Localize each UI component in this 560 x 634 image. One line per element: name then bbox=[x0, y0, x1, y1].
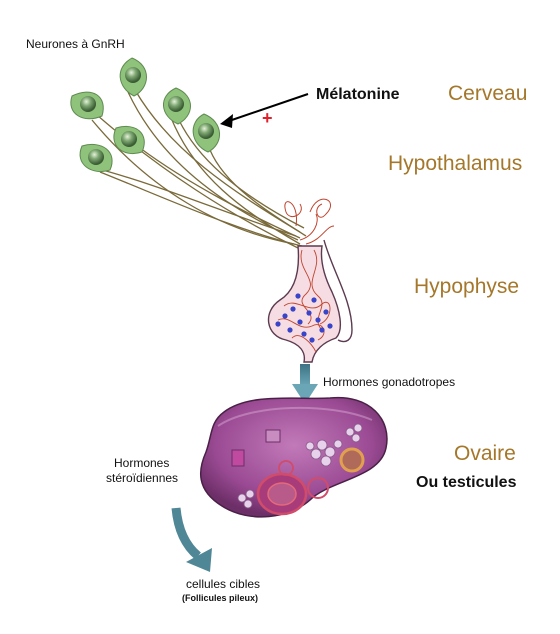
melatonin-arrow bbox=[220, 93, 309, 128]
brain-label: Cerveau bbox=[448, 82, 528, 105]
pituitary-gland bbox=[267, 239, 353, 363]
steroid-arrow bbox=[171, 507, 212, 572]
gnrh-neurons-label: Neurones à GnRH bbox=[26, 37, 125, 51]
pituitary-label: Hypophyse bbox=[414, 275, 520, 298]
steroid-label-line2: stéroïdiennes bbox=[106, 471, 179, 485]
gnrh-neuron-4 bbox=[192, 113, 220, 153]
hair-follicles-label: (Follicules pileux) bbox=[182, 593, 259, 603]
hypothalamus-capillaries bbox=[284, 198, 335, 245]
gnrh-neuron-2 bbox=[163, 87, 191, 125]
testis-label: Ou testicules bbox=[416, 474, 517, 491]
melatonin-label: Mélatonine bbox=[316, 86, 400, 103]
gnrh-axons bbox=[91, 89, 307, 249]
gnrh-neuron-6 bbox=[79, 144, 113, 172]
steroid-label-line1: Hormones bbox=[114, 456, 170, 470]
gnrh-neuron-3 bbox=[70, 91, 104, 120]
ovary-label: Ovaire bbox=[454, 442, 516, 465]
gnrh-neuron-5 bbox=[113, 126, 145, 154]
target-cells-label: cellules cibles bbox=[186, 577, 261, 591]
plus-sign: + bbox=[262, 108, 273, 128]
gonadotropin-arrow bbox=[292, 364, 318, 404]
gonad bbox=[200, 396, 388, 518]
gnrh-neuron-1 bbox=[119, 57, 147, 97]
gonadotropin-label: Hormones gonadotropes bbox=[323, 375, 456, 389]
hypothalamus-label: Hypothalamus bbox=[388, 152, 523, 175]
